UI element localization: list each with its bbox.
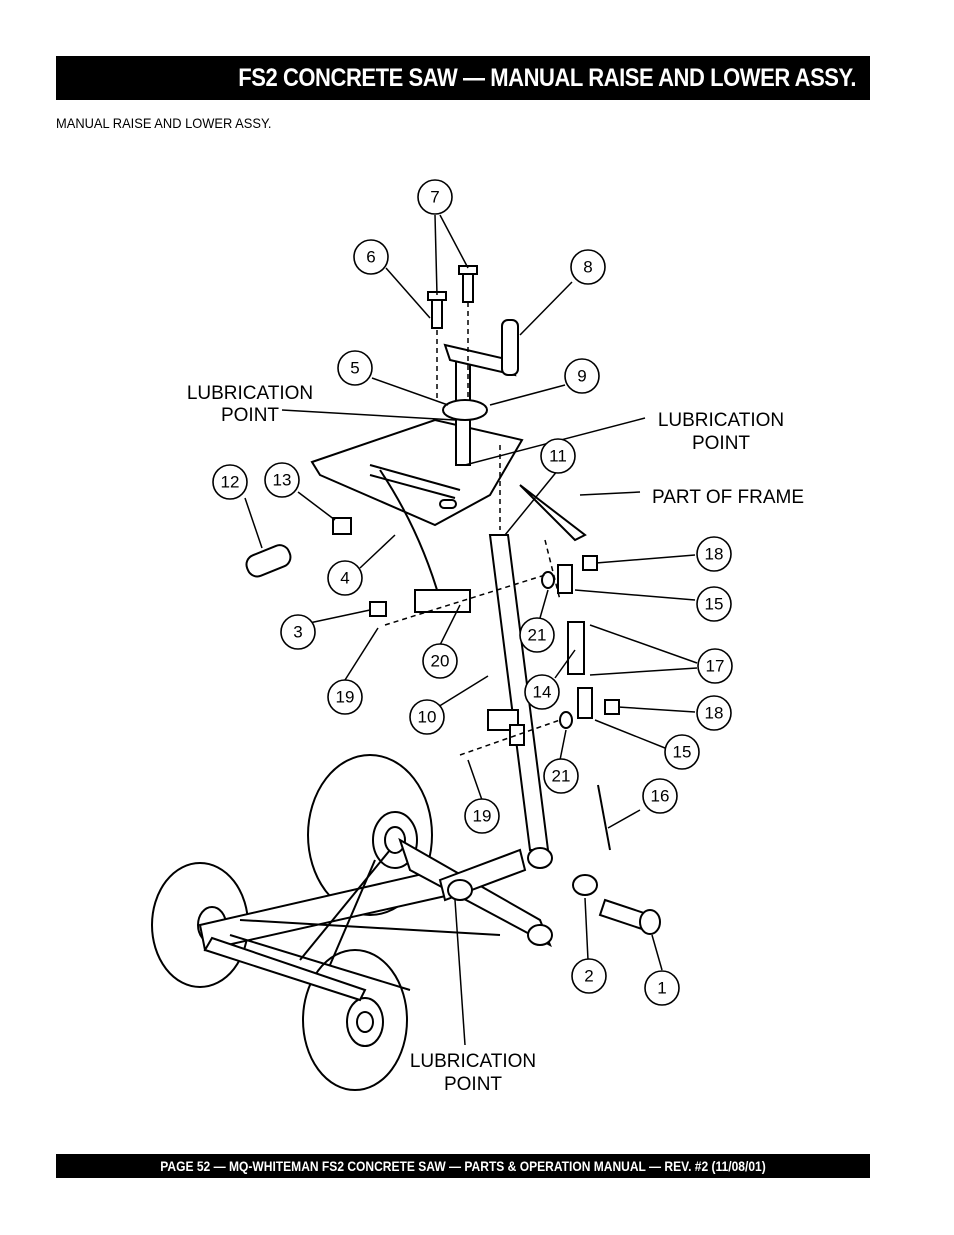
- knob-12: [245, 544, 292, 578]
- lube-label-right-line2: POINT: [692, 433, 750, 454]
- page-title-bar: FS2 CONCRETE SAW — MANUAL RAISE AND LOWE…: [56, 56, 870, 100]
- pin-1: [598, 898, 661, 935]
- lube-label-bottom-line2: POINT: [444, 1074, 502, 1095]
- lube-label-right-line1: LUBRICATION: [658, 410, 784, 431]
- callout-21-upper: 21: [528, 626, 547, 645]
- callout-6: 6: [366, 248, 375, 267]
- nut-13: [332, 517, 352, 535]
- wheel-front: [302, 949, 408, 1091]
- callout-19-lower: 19: [473, 807, 492, 826]
- nut-18-lower: [604, 699, 620, 715]
- callout-12: 12: [221, 473, 240, 492]
- callout-11: 11: [549, 447, 567, 466]
- washer-2: [572, 874, 598, 896]
- callout-10: 10: [418, 708, 437, 727]
- callout-18-lower: 18: [705, 704, 724, 723]
- callout-16: 16: [651, 787, 670, 806]
- callout-2: 2: [584, 967, 593, 986]
- callout-8: 8: [583, 258, 592, 277]
- callout-20: 20: [431, 652, 450, 671]
- callout-4: 4: [340, 569, 349, 588]
- callout-17: 17: [706, 657, 725, 676]
- nut-18-upper: [582, 555, 598, 571]
- callout-9: 9: [577, 367, 586, 386]
- footer-bar: PAGE 52 — MQ-WHITEMAN FS2 CONCRETE SAW —…: [56, 1154, 870, 1178]
- wheel-rear: [307, 754, 433, 916]
- cotter-pin-16: [597, 784, 611, 851]
- lube-label-bottom-line1: LUBRICATION: [410, 1051, 536, 1072]
- post-10: [487, 534, 553, 869]
- callout-1: 1: [657, 979, 666, 998]
- footer-text: PAGE 52 — MQ-WHITEMAN FS2 CONCRETE SAW —…: [160, 1158, 766, 1174]
- callout-18-upper: 18: [705, 545, 724, 564]
- mounting-plate: [310, 418, 524, 527]
- part-of-frame-label: PART OF FRAME: [652, 487, 804, 508]
- bolt-7: [458, 265, 478, 303]
- frame: [198, 837, 553, 1002]
- lube-label-left-line2: POINT: [221, 405, 279, 426]
- frame-bracket: [519, 484, 587, 542]
- callout-3: 3: [293, 623, 302, 642]
- diagram-subtitle: MANUAL RAISE AND LOWER ASSY.: [56, 115, 272, 131]
- page-title: FS2 CONCRETE SAW — MANUAL RAISE AND LOWE…: [238, 63, 856, 92]
- bracket-20: [414, 589, 471, 613]
- nut-3: [369, 601, 387, 617]
- washer-21-lower: [559, 711, 573, 729]
- callout-19-upper: 19: [336, 688, 355, 707]
- callout-13: 13: [273, 471, 292, 490]
- callout-5: 5: [350, 359, 359, 378]
- callout-15-upper: 15: [705, 595, 724, 614]
- washer-21-upper: [541, 571, 555, 589]
- parts-diagram: 7 6 8 5 9 11 12 13 4 3 19 20 10 21 14 18…: [151, 179, 804, 1095]
- callout-15-lower: 15: [673, 743, 692, 762]
- linkage-rod-4: [379, 469, 441, 601]
- callout-7: 7: [430, 188, 439, 207]
- lube-label-left-line1: LUBRICATION: [187, 383, 313, 404]
- callout-14: 14: [533, 683, 552, 702]
- screw-shaft: [442, 319, 519, 466]
- bolt-6: [427, 291, 447, 329]
- callout-21-lower: 21: [552, 767, 571, 786]
- turnbuckle-14: [557, 564, 593, 719]
